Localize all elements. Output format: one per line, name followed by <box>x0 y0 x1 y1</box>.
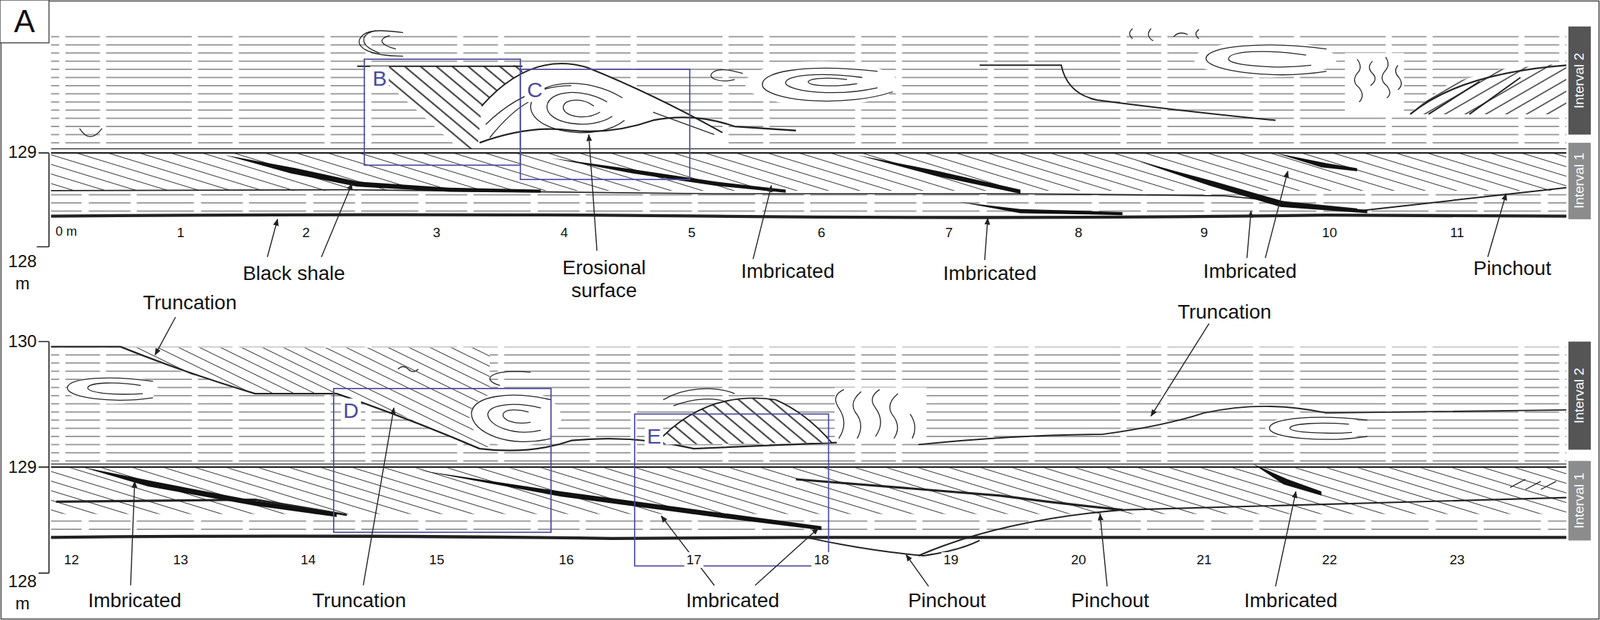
distance-label: 22 <box>1319 552 1340 569</box>
panel-letter: A <box>14 3 36 41</box>
callout-label: Imbricated <box>85 589 184 613</box>
distance-label: 7 <box>943 225 956 241</box>
depth-label: 130 <box>5 332 39 353</box>
depth-label: 128 <box>5 571 39 592</box>
box-letter: B <box>370 66 389 92</box>
callout-label: Imbricated <box>941 262 1040 286</box>
callout-label: Pinchout <box>1069 589 1152 613</box>
callout-label: Truncation <box>1175 300 1274 324</box>
distance-label: 19 <box>941 552 961 569</box>
distance-label: 18 <box>811 552 832 569</box>
distance-label: 1 <box>174 225 187 241</box>
callout-label: Truncation <box>140 291 239 315</box>
distance-label: 9 <box>1198 225 1211 241</box>
distance-label: 11 <box>1447 225 1467 241</box>
distance-label: 10 <box>1319 225 1340 241</box>
distance-label: 23 <box>1447 552 1468 569</box>
depth-label: 129 <box>5 457 39 478</box>
distance-label: 16 <box>556 552 576 569</box>
callout-label: Imbricated <box>738 260 837 283</box>
callout-label: Truncation <box>310 589 409 613</box>
depth-label: m <box>12 594 32 615</box>
distance-label: 13 <box>170 552 191 569</box>
box-letter: D <box>340 398 361 424</box>
distance-label: 12 <box>61 552 81 569</box>
callout-label: Black shale <box>240 262 348 286</box>
callout-label: Imbricated <box>1241 589 1340 613</box>
callout-label: Pinchout <box>906 589 989 613</box>
distance-label: 14 <box>298 552 318 569</box>
distance-label: 15 <box>427 552 447 569</box>
interval-label: Interval 1 <box>1572 473 1588 529</box>
distance-label: 5 <box>686 225 699 241</box>
distance-label: 17 <box>683 552 704 569</box>
callout-label: Erosional surface <box>548 256 660 303</box>
callout-label: Imbricated <box>683 589 782 613</box>
distance-label: 3 <box>430 225 444 241</box>
interval-label: Interval 1 <box>1572 152 1588 209</box>
distance-label: 20 <box>1069 552 1089 569</box>
depth-label: 129 <box>5 142 39 163</box>
box-letter: C <box>524 77 545 103</box>
callout-label: Pinchout <box>1471 256 1554 280</box>
distance-label: 8 <box>1072 225 1085 241</box>
interval-label: Interval 2 <box>1572 52 1588 109</box>
box-letter: E <box>644 424 664 450</box>
interval-label: Interval 2 <box>1572 368 1588 424</box>
distance-label: 6 <box>815 225 828 241</box>
depth-label: m <box>12 273 32 294</box>
distance-label: 2 <box>300 225 313 241</box>
distance-label: 0 m <box>53 224 80 240</box>
callout-label: Imbricated <box>1201 260 1300 283</box>
distance-label: 4 <box>558 225 571 241</box>
distance-label: 21 <box>1194 552 1214 569</box>
depth-label: 128 <box>5 251 39 272</box>
